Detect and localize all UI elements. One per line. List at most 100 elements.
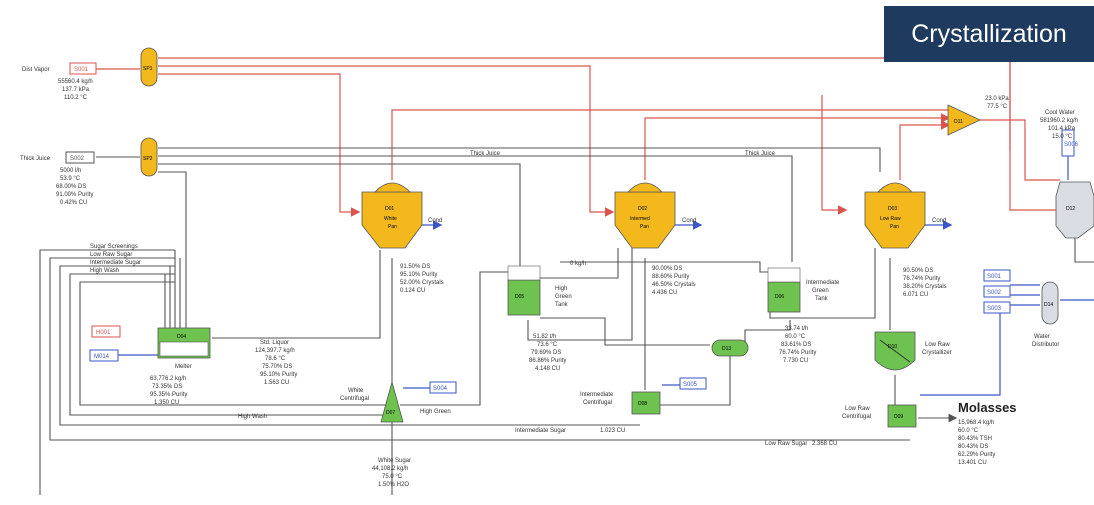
dry-vapor-tag[interactable]: S001 xyxy=(69,62,97,75)
intermed-pan[interactable]: D02 Intermed Pan xyxy=(614,182,676,249)
white-centrifugal-tag[interactable]: S004 xyxy=(429,381,457,394)
distributor-tag-3[interactable]: S003 xyxy=(983,301,1011,314)
svg-text:Molasses: Molasses xyxy=(958,400,1017,415)
svg-text:High Green: High Green xyxy=(420,409,451,415)
svg-text:75.0 °C: 75.0 °C xyxy=(382,474,403,480)
thick-juice-tag[interactable]: S002 xyxy=(65,151,95,164)
melter-steam-tag[interactable]: H001 xyxy=(91,325,121,338)
white-pan[interactable]: D01 White Pan xyxy=(361,182,423,249)
svg-text:Green: Green xyxy=(555,294,572,300)
svg-text:1.563 CU: 1.563 CU xyxy=(264,380,289,386)
svg-text:Pan: Pan xyxy=(388,224,397,230)
svg-text:Low Raw Sugar: Low Raw Sugar xyxy=(765,441,807,447)
white-centrifugal[interactable]: D07 White Centrifugal xyxy=(340,380,404,423)
low-raw-centrifugal[interactable]: D09 Low Raw Centrifugal xyxy=(842,404,917,428)
condenser-mixer[interactable]: D11 xyxy=(947,104,981,136)
svg-text:90.00% DS: 90.00% DS xyxy=(652,266,682,272)
svg-text:D09: D09 xyxy=(894,414,903,420)
svg-text:7.730 CU: 7.730 CU xyxy=(783,358,808,364)
high-green-tank[interactable]: D05 High Green Tank xyxy=(507,265,572,316)
splitter-1[interactable]: SP1 xyxy=(140,47,158,87)
svg-text:5000 l/h: 5000 l/h xyxy=(60,168,81,174)
svg-text:Centrifugal: Centrifugal xyxy=(842,414,871,420)
svg-text:D03: D03 xyxy=(888,206,897,212)
svg-text:D06: D06 xyxy=(775,294,784,300)
melter[interactable]: D04 Melter xyxy=(157,327,211,370)
svg-text:581960.2 kg/h: 581960.2 kg/h xyxy=(1040,118,1078,124)
svg-text:1.023 CU: 1.023 CU xyxy=(600,428,625,434)
intermed-green-tank[interactable]: D06 Intermediate Green Tank xyxy=(767,267,840,313)
svg-text:Pan: Pan xyxy=(890,224,899,230)
svg-text:75.70% DS: 75.70% DS xyxy=(262,364,292,370)
svg-text:88.60% Purity: 88.60% Purity xyxy=(652,274,689,280)
svg-text:Intermediate: Intermediate xyxy=(580,392,614,398)
svg-text:D11: D11 xyxy=(954,119,963,125)
svg-text:44,108.2 kg/h: 44,108.2 kg/h xyxy=(372,466,408,472)
condenser[interactable]: D12 xyxy=(1055,181,1094,239)
svg-text:Distributor: Distributor xyxy=(1032,342,1059,348)
svg-text:D08: D08 xyxy=(638,401,647,407)
svg-text:124,397.7 kg/h: 124,397.7 kg/h xyxy=(255,348,295,354)
cool-water-tag[interactable]: S006 xyxy=(1061,129,1079,157)
process-lines xyxy=(39,147,1094,495)
svg-text:38.20% Crystals: 38.20% Crystals xyxy=(903,284,947,290)
svg-text:Low Raw: Low Raw xyxy=(880,216,901,222)
utility-lines xyxy=(112,145,1094,396)
svg-text:Tank: Tank xyxy=(555,302,569,308)
svg-text:D12: D12 xyxy=(1066,206,1075,212)
svg-text:6.071 CU: 6.071 CU xyxy=(903,292,928,298)
svg-text:Intermed: Intermed xyxy=(630,216,650,222)
svg-text:Centrifugal: Centrifugal xyxy=(340,396,369,402)
intermed-centrifugal[interactable]: D08 Intermediate Centrifugal xyxy=(580,391,661,415)
svg-text:Thick Juice: Thick Juice xyxy=(20,156,51,162)
svg-text:S002: S002 xyxy=(70,156,85,162)
water-distributor[interactable]: D14 Water Distributor xyxy=(1032,281,1059,348)
svg-text:13.401 CU: 13.401 CU xyxy=(958,460,987,466)
svg-text:S004: S004 xyxy=(433,386,448,392)
svg-text:73.6 °C: 73.6 °C xyxy=(537,342,558,348)
svg-text:62.29% Purity: 62.29% Purity xyxy=(958,452,995,458)
svg-text:High Wash: High Wash xyxy=(90,268,119,274)
svg-text:0 kg/h: 0 kg/h xyxy=(570,261,586,267)
svg-text:Intermediate Sugar: Intermediate Sugar xyxy=(515,428,566,434)
low-raw-pan-cond-label: Cond xyxy=(932,218,946,224)
splitter-2[interactable]: SP2 xyxy=(140,137,158,177)
svg-text:76.74% Purity: 76.74% Purity xyxy=(779,350,816,356)
svg-text:95.10% Purity: 95.10% Purity xyxy=(260,372,297,378)
svg-text:15.0 °C: 15.0 °C xyxy=(1052,134,1073,140)
svg-text:33.74 t/h: 33.74 t/h xyxy=(785,326,808,332)
svg-text:Intermediate Sugar: Intermediate Sugar xyxy=(90,260,141,266)
svg-text:137.7 kPa: 137.7 kPa xyxy=(62,87,90,93)
svg-text:2.368 CU: 2.368 CU xyxy=(812,441,837,447)
svg-text:46.50% Crystals: 46.50% Crystals xyxy=(652,282,696,288)
mixer-junction[interactable]: D13 xyxy=(711,339,749,357)
svg-text:76.74% Purity: 76.74% Purity xyxy=(903,276,940,282)
low-raw-pan[interactable]: D03 Low Raw Pan xyxy=(864,182,926,249)
svg-text:1.50% H2O: 1.50% H2O xyxy=(378,482,409,488)
svg-text:SP1: SP1 xyxy=(143,66,153,72)
svg-text:Low Raw Sugar: Low Raw Sugar xyxy=(90,252,132,258)
low-raw-crystallizer[interactable]: D10 Low Raw Crystallizer xyxy=(874,331,952,371)
distributor-tag-1[interactable]: S001 xyxy=(983,269,1011,282)
distributor-tag-2[interactable]: S002 xyxy=(983,285,1011,298)
svg-text:Crystallizer: Crystallizer xyxy=(922,350,952,356)
intermed-centrifugal-tag[interactable]: S005 xyxy=(679,377,707,390)
svg-text:Green: Green xyxy=(812,288,829,294)
svg-text:Dist Vapor: Dist Vapor xyxy=(22,67,50,73)
svg-text:23.0 kPa: 23.0 kPa xyxy=(985,96,1009,102)
svg-text:110.2 °C: 110.2 °C xyxy=(64,95,88,101)
svg-text:86.86% Purity: 86.86% Purity xyxy=(529,358,566,364)
svg-text:S001: S001 xyxy=(74,67,89,73)
svg-text:White: White xyxy=(348,388,364,394)
white-pan-cond-label: Cond xyxy=(428,218,442,224)
svg-text:95.10% Purity: 95.10% Purity xyxy=(400,272,437,278)
svg-text:0.42% CU: 0.42% CU xyxy=(60,200,87,206)
svg-text:H001: H001 xyxy=(96,330,111,336)
svg-text:Pan: Pan xyxy=(640,224,649,230)
svg-text:D10: D10 xyxy=(888,344,897,350)
svg-text:68.00% DS: 68.00% DS xyxy=(56,184,86,190)
svg-text:High Wash: High Wash xyxy=(238,414,267,420)
svg-text:52.00% Crystals: 52.00% Crystals xyxy=(400,280,444,286)
melter-water-tag[interactable]: M014 xyxy=(89,349,119,362)
svg-text:Std. Liquor: Std. Liquor xyxy=(260,340,289,346)
